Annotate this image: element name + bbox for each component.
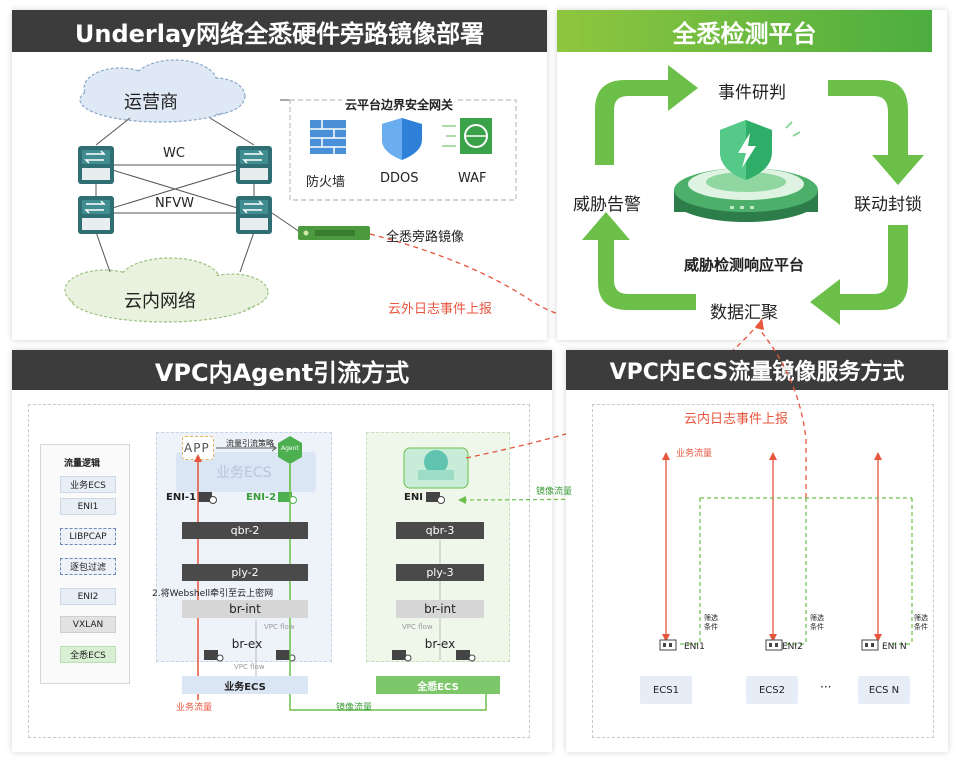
policy-label: 流量引流策略: [226, 439, 274, 448]
flow-logic-title: 流量逻辑: [64, 459, 101, 469]
ply3-bar: ply-3: [396, 564, 484, 581]
qbr2-bar: qbr-2: [182, 522, 308, 539]
br-ex-qx-bar: br-ex: [424, 637, 456, 651]
flow-item-eni2: ENI2: [60, 588, 116, 605]
cycle-arrows-icon: [582, 65, 924, 325]
ply2-bar: ply-2: [182, 564, 308, 581]
firewall-icon: [310, 120, 346, 154]
internal-log-label: 云内日志事件上报: [684, 412, 789, 427]
mirror-traffic-label: 镜像流量: [336, 703, 373, 713]
eni1-ecs-label: ENI1: [684, 642, 705, 652]
vpc-flow-qx: VPC flow: [402, 623, 433, 631]
linkage-block-label: 联动封锁: [854, 195, 922, 215]
flow-item-libpcap: LIBPCAP: [60, 528, 116, 545]
ecs-ellipsis: ···: [820, 680, 832, 694]
platform-title: 全悉检测平台: [557, 10, 932, 52]
vpc-agent-title: VPC内Agent引流方式: [12, 350, 552, 390]
flow-item-eni1: ENI1: [60, 498, 116, 515]
biz-ecs-ghost-label: 业务ECS: [216, 465, 272, 481]
firewall-label: 防火墙: [306, 175, 346, 190]
cloud-net-label: 云内网络: [124, 291, 196, 312]
enin-ecs-icon: [861, 639, 879, 651]
wc-label: WC: [163, 146, 185, 161]
flow-item-biz-ecs: 业务ECS: [60, 476, 116, 493]
eni-qx-label: ENI: [404, 492, 423, 503]
eni1-ecs-icon: [659, 639, 677, 651]
ddos-label: DDOS: [380, 171, 419, 186]
ecs1-box: ECS1: [640, 676, 692, 704]
vpc-ecs-title: VPC内ECS流量镜像服务方式: [566, 350, 948, 390]
underlay-title: Underlay网络全悉硬件旁路镜像部署: [12, 10, 547, 52]
app-label: APP: [184, 441, 210, 455]
flow-item-filter: 逐包过滤: [60, 558, 116, 575]
bypass-mirror-label: 全悉旁路镜像: [386, 230, 465, 245]
platform-center-label: 威胁检测响应平台: [684, 256, 805, 274]
ecsn-box: ECS N: [858, 676, 910, 704]
br-ex-bar: br-ex: [231, 637, 263, 651]
eni1-label: ENI-1: [166, 492, 197, 503]
qx-device-icon: [403, 447, 469, 489]
agent-label: Agent: [281, 445, 299, 452]
br-int-bar: br-int: [182, 600, 308, 618]
filter-cond-2: 筛选条件: [810, 614, 824, 631]
vpc-ecs-area: [592, 404, 934, 738]
eni2-ecs-icon: [765, 639, 783, 651]
flow-item-qx-ecs: 全悉ECS: [60, 646, 116, 663]
filter-cond-1: 筛选条件: [704, 614, 718, 631]
switch-icon-tl: [78, 146, 114, 184]
eni1-icon: [198, 492, 217, 504]
agent-icon: [278, 436, 302, 464]
br-int-qx-bar: br-int: [396, 600, 484, 618]
ecs2-box: ECS2: [746, 676, 798, 704]
detection-platform-icon: [674, 120, 818, 222]
waf-label: WAF: [458, 171, 487, 186]
flow-item-vxlan: VXLAN: [60, 616, 116, 633]
carrier-label: 运营商: [124, 92, 178, 113]
nfvw-label: NFVW: [155, 196, 194, 211]
ddos-shield-icon: [382, 118, 422, 160]
gateway-title: 云平台边界安全网关: [342, 96, 457, 113]
waf-icon: [442, 118, 492, 154]
ecs-mirror-traffic-label: 镜像流量: [536, 487, 573, 497]
filter-cond-3: 筛选条件: [914, 614, 928, 631]
external-log-label: 云外日志事件上报: [388, 302, 493, 317]
vpc-agent-area: [28, 404, 530, 738]
threat-alert-label: 威胁告警: [573, 195, 641, 215]
vpc-flow-1: VPC flow: [264, 623, 295, 631]
enin-ecs-label: ENI N: [882, 642, 907, 652]
qbr3-bar: qbr-3: [396, 522, 484, 539]
biz-ecs-bar: 业务ECS: [182, 676, 308, 694]
qx-ecs-bar: 全悉ECS: [376, 676, 500, 694]
eni2-ecs-label: ENI2: [782, 642, 803, 652]
data-collect-label: 数据汇聚: [710, 303, 778, 323]
event-judge-label: 事件研判: [718, 83, 786, 103]
bypass-device-icon: [298, 226, 370, 240]
eni-qx-icon: [426, 492, 445, 504]
switch-icon-bl: [78, 196, 114, 234]
ecs-biz-traffic-label: 业务流量: [676, 449, 713, 459]
eni2-label: ENI-2: [246, 492, 277, 503]
switch-icon-tr: [236, 146, 272, 184]
switch-icon-br: [236, 196, 272, 234]
webshell-note: 2.将Webshell牵引至云上密网: [152, 589, 274, 599]
vpc-flow-2: VPC flow: [234, 663, 265, 671]
biz-traffic-label: 业务流量: [176, 703, 213, 713]
